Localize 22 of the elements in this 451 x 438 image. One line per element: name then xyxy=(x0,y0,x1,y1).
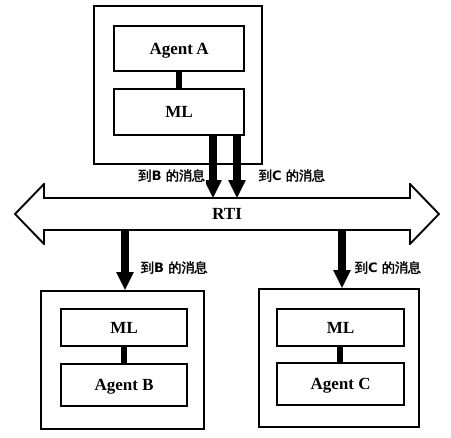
module-box: Agent B xyxy=(60,363,188,407)
module-box: ML xyxy=(113,88,245,136)
federate-frame xyxy=(93,5,263,165)
arrow xyxy=(333,230,351,288)
edge-label: 到C 的消息 xyxy=(354,259,422,277)
edge-label: 到B 的消息 xyxy=(138,167,206,185)
connector-line xyxy=(121,347,127,363)
bus-label: RTI xyxy=(212,204,242,224)
edge-label: 到B 的消息 xyxy=(140,259,208,277)
module-box: Agent C xyxy=(276,362,405,406)
edge-label: 到C 的消息 xyxy=(258,167,326,185)
module-box: Agent A xyxy=(113,25,245,72)
federate-frame xyxy=(40,290,205,430)
module-box: ML xyxy=(60,308,188,347)
bus-double-arrow xyxy=(14,183,440,245)
connector-line xyxy=(176,72,182,88)
module-box: ML xyxy=(276,308,405,347)
arrow xyxy=(228,136,246,198)
connector-line xyxy=(337,347,343,362)
arrow xyxy=(204,136,222,198)
federate-frame xyxy=(258,288,420,428)
arrow xyxy=(116,230,134,290)
